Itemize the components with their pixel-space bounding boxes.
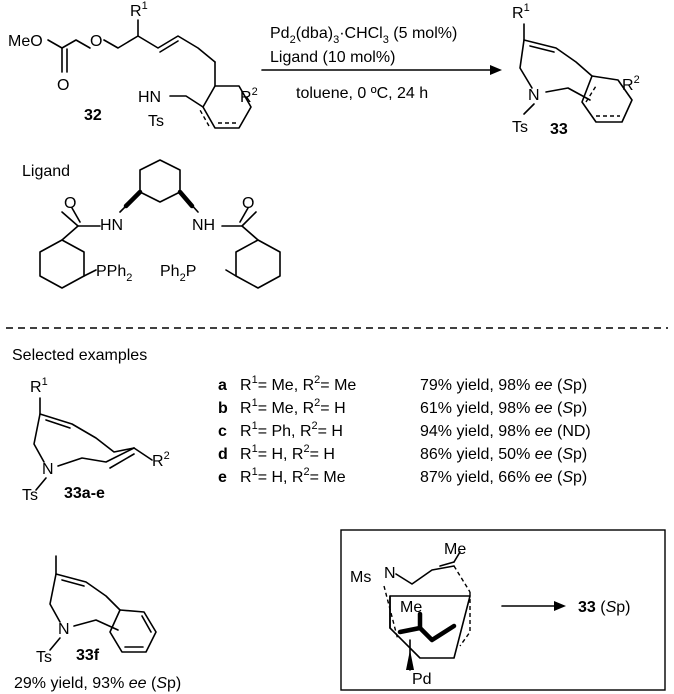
compound-33f-result: 29% yield, 93% ee (Sp)	[14, 675, 181, 692]
ts-nitrogen-label: N	[384, 565, 396, 582]
reaction-arrowhead	[490, 65, 502, 75]
example-yield: 94% yield, 98%	[420, 423, 535, 440]
examples-heading: Selected examples	[12, 347, 147, 364]
example-tosyl-label: Ts	[22, 487, 38, 504]
compound-33f-nitrogen: N	[58, 621, 70, 638]
reactant-structure: MeO O O R1 R2 HN Ts 32	[8, 0, 258, 130]
ts-me-top-label: Me	[444, 541, 466, 558]
example-id: b	[218, 400, 228, 417]
transition-state-panel: Me Ms N Me Pd 33 (Sp)	[340, 529, 666, 691]
product-structure: R1 N R2 Ts 33	[512, 2, 640, 138]
reactant-r1-label: R1	[130, 0, 148, 20]
compound-33f-structure: N Ts 33f 29% yield, 93% ee (Sp)	[14, 555, 181, 692]
example-yield: 87% yield, 66%	[420, 469, 535, 486]
example-id: c	[218, 423, 227, 440]
ligand-nh-left: HN	[100, 217, 123, 234]
example-id: d	[218, 446, 228, 463]
ligand-oxygen-right: O	[242, 195, 254, 212]
catalyst-label: Pd2(dba)3·CHCl3 (5 mol%)	[270, 25, 457, 46]
reaction-conditions: Pd2(dba)3·CHCl3 (5 mol%) Ligand (10 mol%…	[261, 25, 502, 102]
product-number: 33	[550, 121, 568, 138]
ts-product-label: 33 (Sp)	[578, 599, 630, 616]
transition-state-frame	[340, 529, 666, 691]
carbonyl-oxygen-label: O	[57, 77, 69, 94]
example-r2-label: R2	[152, 450, 170, 470]
ester-oxygen-label: O	[90, 33, 102, 50]
example-yield: 79% yield, 98%	[420, 377, 535, 394]
product-nitrogen-label: N	[528, 87, 540, 104]
ligand-loading-label: Ligand (10 mol%)	[270, 49, 395, 66]
reactant-tosyl-label: Ts	[148, 113, 164, 130]
ligand-structure: Ligand HN NH O O PPh2 Ph2P	[22, 159, 281, 289]
product-r1-label: R1	[512, 2, 530, 22]
ts-pd-label: Pd	[412, 671, 432, 688]
ligand-nh-right: NH	[192, 217, 215, 234]
example-structure-33a-e: R1 N R2 Ts 33a-e	[22, 376, 170, 504]
product-tosyl-label: Ts	[512, 119, 528, 136]
example-series-label: 33a-e	[64, 485, 105, 502]
ts-me-mid-label: Me	[400, 599, 422, 616]
example-id: a	[218, 377, 227, 394]
ligand-pph2-right: Ph2P	[160, 263, 196, 284]
ligand-pph2-left: PPh2	[96, 263, 132, 284]
compound-33f-label: 33f	[76, 647, 100, 664]
example-nitrogen-label: N	[42, 461, 54, 478]
reactant-amine-label: HN	[138, 89, 161, 106]
ts-arrowhead	[554, 601, 566, 611]
compound-33f-tosyl: Ts	[36, 649, 52, 666]
example-r1-label: R1	[30, 376, 48, 396]
reactant-number: 32	[84, 107, 102, 124]
methoxy-label: MeO	[8, 33, 43, 50]
example-id: e	[218, 469, 227, 486]
reactant-r2-label: R2	[240, 86, 258, 106]
example-yield: 61% yield, 98%	[420, 400, 535, 417]
example-yield: 86% yield, 50%	[420, 446, 535, 463]
ligand-heading: Ligand	[22, 163, 70, 180]
ligand-oxygen-left: O	[64, 195, 76, 212]
ts-ms-label: Ms	[350, 569, 371, 586]
solvent-label: toluene, 0 ºC, 24 h	[296, 85, 428, 102]
product-r2-label: R2	[622, 74, 640, 94]
